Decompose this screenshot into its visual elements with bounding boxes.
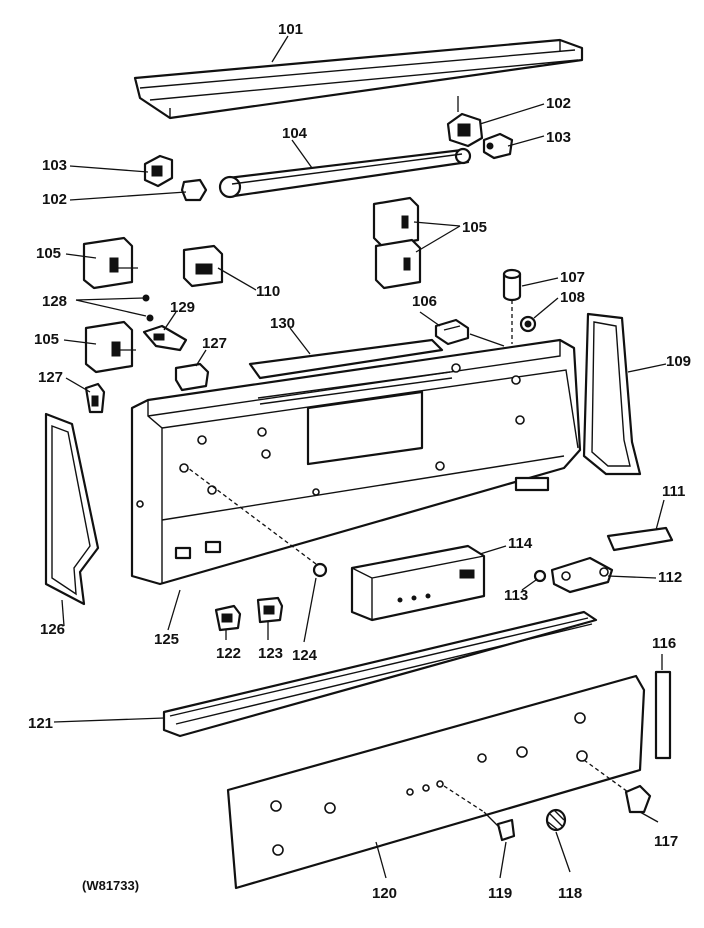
part-127-connector-upper — [174, 362, 210, 392]
label-126: 126 — [40, 621, 65, 638]
part-112-hinge — [550, 556, 614, 594]
label-108: 108 — [560, 289, 585, 306]
label-129: 129 — [170, 299, 195, 316]
label-111: 111 — [662, 483, 685, 500]
part-114-timer-module — [350, 544, 486, 622]
label-113: 113 — [504, 587, 528, 604]
label-106: 106 — [412, 293, 437, 310]
part-129-clip — [142, 324, 188, 352]
part-123-connector — [256, 596, 284, 624]
label-102-left: 102 — [42, 191, 67, 208]
part-labels: 101 102 103 104 103 102 105 105 110 107 … — [28, 21, 691, 902]
label-120: 120 — [372, 885, 397, 902]
label-118: 118 — [558, 885, 582, 902]
part-127-connector-left — [84, 382, 106, 414]
label-121: 121 — [28, 715, 53, 732]
label-130: 130 — [270, 315, 295, 332]
part-120-front-panel — [226, 674, 646, 890]
part-110-switch — [182, 244, 224, 288]
part-103-right-cap — [482, 132, 514, 160]
part-102-left-cap — [180, 178, 208, 202]
label-104: 104 — [282, 125, 308, 142]
label-123: 123 — [258, 645, 283, 662]
part-121-rail — [162, 610, 598, 738]
label-119: 119 — [488, 885, 512, 902]
leader-lines — [53, 35, 667, 879]
part-119-screw — [443, 785, 516, 842]
part-107-cap — [502, 268, 522, 344]
label-103-left: 103 — [42, 157, 67, 174]
label-114: 114 — [508, 535, 533, 552]
part-108-nut — [519, 315, 537, 333]
label-102-right: 102 — [546, 95, 571, 112]
drawing-code: (W81733) — [82, 878, 139, 893]
label-103-right: 103 — [546, 129, 571, 146]
label-125: 125 — [154, 631, 179, 648]
part-125-backsplash-housing — [130, 338, 582, 586]
part-113-screw — [533, 569, 547, 583]
part-104-rod — [218, 147, 472, 199]
label-109: 109 — [666, 353, 691, 370]
label-124: 124 — [292, 647, 318, 664]
label-127-left: 127 — [38, 369, 63, 386]
part-102-right-bracket — [446, 96, 484, 148]
part-103-left-bracket — [143, 154, 174, 188]
part-105-switch-stack-right — [372, 196, 422, 290]
part-124-screw — [187, 467, 328, 578]
label-122: 122 — [216, 645, 241, 662]
part-130-strip — [248, 338, 444, 380]
label-128: 128 — [42, 293, 67, 310]
label-117: 117 — [654, 833, 678, 850]
part-116-bar — [654, 670, 672, 760]
part-106-connector — [434, 318, 470, 346]
part-101-top-trim — [133, 38, 584, 120]
part-105-switch-lower-left — [84, 320, 136, 374]
label-105-upper-left: 105 — [36, 245, 61, 262]
label-101: 101 — [278, 21, 303, 38]
part-122-connector — [214, 604, 242, 632]
part-105-switch-upper-left — [82, 236, 138, 290]
label-107: 107 — [560, 269, 585, 286]
label-116: 116 — [652, 635, 676, 652]
part-118-knob — [545, 808, 567, 832]
label-105-lower-left: 105 — [34, 331, 59, 348]
label-105-right: 105 — [462, 219, 487, 236]
label-110: 110 — [256, 283, 280, 300]
label-112: 112 — [658, 569, 682, 586]
part-111-trim — [606, 526, 674, 552]
part-117-knob — [583, 759, 652, 814]
part-109-right-endcap — [582, 312, 642, 476]
part-126-left-endcap — [44, 412, 100, 606]
label-127-upper: 127 — [202, 335, 227, 352]
part-128-screws — [142, 294, 154, 322]
